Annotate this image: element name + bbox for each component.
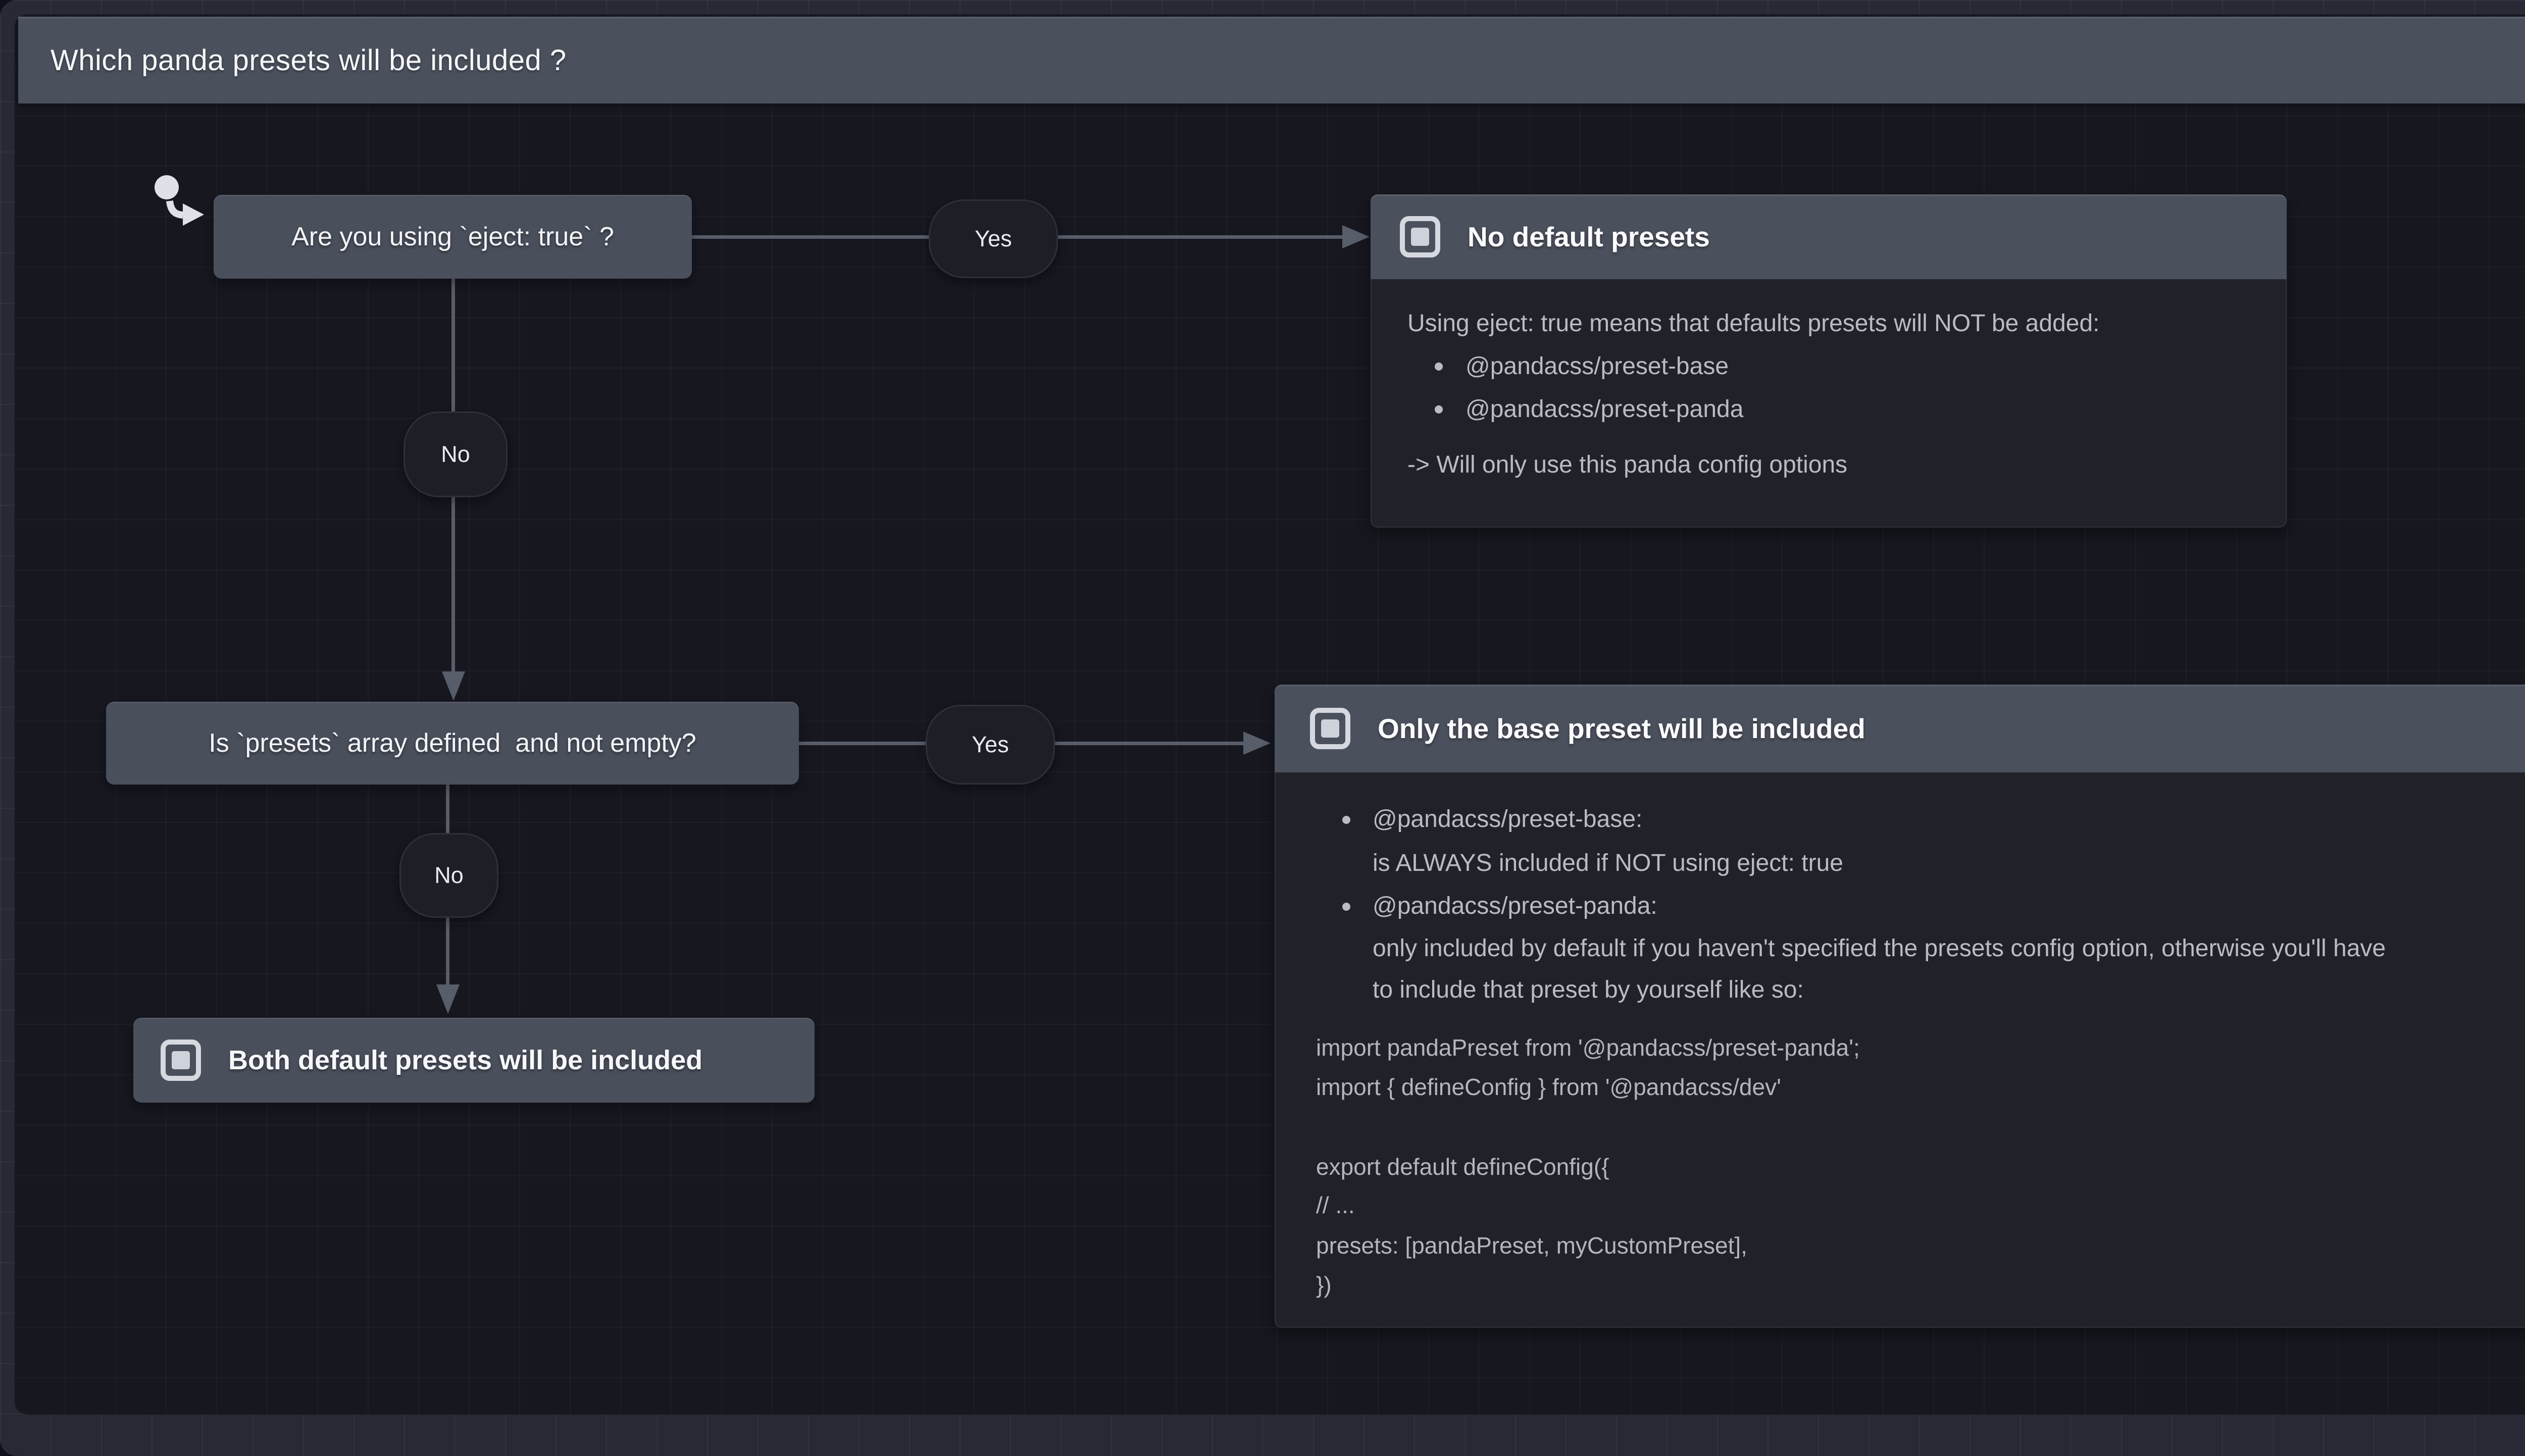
- no-default-intro: Using eject: true means that defaults pr…: [1407, 310, 2100, 337]
- code-line-5: presets: [pandaPreset, myCustomPreset],: [1316, 1232, 1747, 1259]
- frame-icon: [1310, 708, 1350, 749]
- bullet-dot: [1435, 362, 1443, 371]
- edge-label-no-top-text: No: [441, 441, 470, 467]
- page-title: Which panda presets will be included ?: [50, 43, 567, 77]
- result-node-both-presets[interactable]: Both default presets will be included: [133, 1018, 815, 1103]
- question-node-presets-label: Is `presets` array defined and not empty…: [209, 729, 696, 758]
- question-node-eject-label: Are you using `eject: true` ?: [291, 222, 614, 251]
- code-line-1: import pandaPreset from '@pandacss/prese…: [1316, 1034, 1860, 1061]
- edge-label-yes-top[interactable]: Yes: [929, 199, 1058, 278]
- no-default-bullet-2: @pandacss/preset-panda: [1466, 396, 1744, 423]
- frame-icon: [161, 1039, 201, 1081]
- bullet-dot: [1342, 903, 1350, 911]
- base-only-bullet2-line3: to include that preset by yourself like …: [1373, 976, 1804, 1003]
- bullet-dot: [1435, 405, 1443, 413]
- info-box-base-only-body: @pandacss/preset-base: is ALWAYS include…: [1275, 772, 2525, 1328]
- bullet-dot: [1342, 816, 1350, 824]
- info-box-no-default-body: Using eject: true means that defaults pr…: [1371, 279, 2287, 528]
- edge-label-no-mid[interactable]: No: [399, 833, 498, 918]
- info-box-base-only-title: Only the base preset will be included: [1378, 713, 1865, 744]
- code-line-4: // ...: [1316, 1192, 1355, 1218]
- canvas-title-bar[interactable]: Which panda presets will be included ?: [18, 17, 2525, 103]
- edge-label-yes-mid[interactable]: Yes: [926, 705, 1055, 785]
- info-box-base-only[interactable]: Only the base preset will be included @p…: [1275, 685, 2525, 1328]
- base-only-bullet1-line2: is ALWAYS included if NOT using eject: t…: [1373, 850, 1843, 876]
- start-pointer-icon: [152, 174, 207, 227]
- base-only-bullet2-line2: only included by default if you haven't …: [1373, 935, 2386, 962]
- code-line-2: import { defineConfig } from '@pandacss/…: [1316, 1074, 1781, 1100]
- frame-icon: [1400, 216, 1440, 257]
- code-line-6: }): [1316, 1272, 1332, 1298]
- no-default-outro: -> Will only use this panda config optio…: [1407, 451, 1848, 478]
- question-node-eject[interactable]: Are you using `eject: true` ?: [214, 195, 692, 279]
- no-default-bullet-1: @pandacss/preset-base: [1466, 353, 1729, 380]
- code-line-3: export default defineConfig({: [1316, 1154, 1609, 1180]
- edge-label-yes-mid-text: Yes: [972, 732, 1009, 757]
- info-box-base-only-header: Only the base preset will be included: [1275, 685, 2525, 772]
- info-box-no-default-title: No default presets: [1468, 221, 1710, 252]
- edge-label-no-top[interactable]: No: [403, 411, 508, 497]
- info-box-no-default-presets[interactable]: No default presets Using eject: true mea…: [1371, 194, 2287, 528]
- result-node-both-presets-label: Both default presets will be included: [228, 1045, 703, 1075]
- edge-label-yes-top-text: Yes: [975, 226, 1012, 251]
- edge-label-no-mid-text: No: [434, 862, 464, 888]
- question-node-presets[interactable]: Is `presets` array defined and not empty…: [106, 702, 799, 785]
- base-only-bullet2-line1: @pandacss/preset-panda:: [1373, 893, 1657, 919]
- info-box-no-default-header: No default presets: [1371, 194, 2287, 279]
- base-only-bullet1-line1: @pandacss/preset-base:: [1373, 806, 1643, 833]
